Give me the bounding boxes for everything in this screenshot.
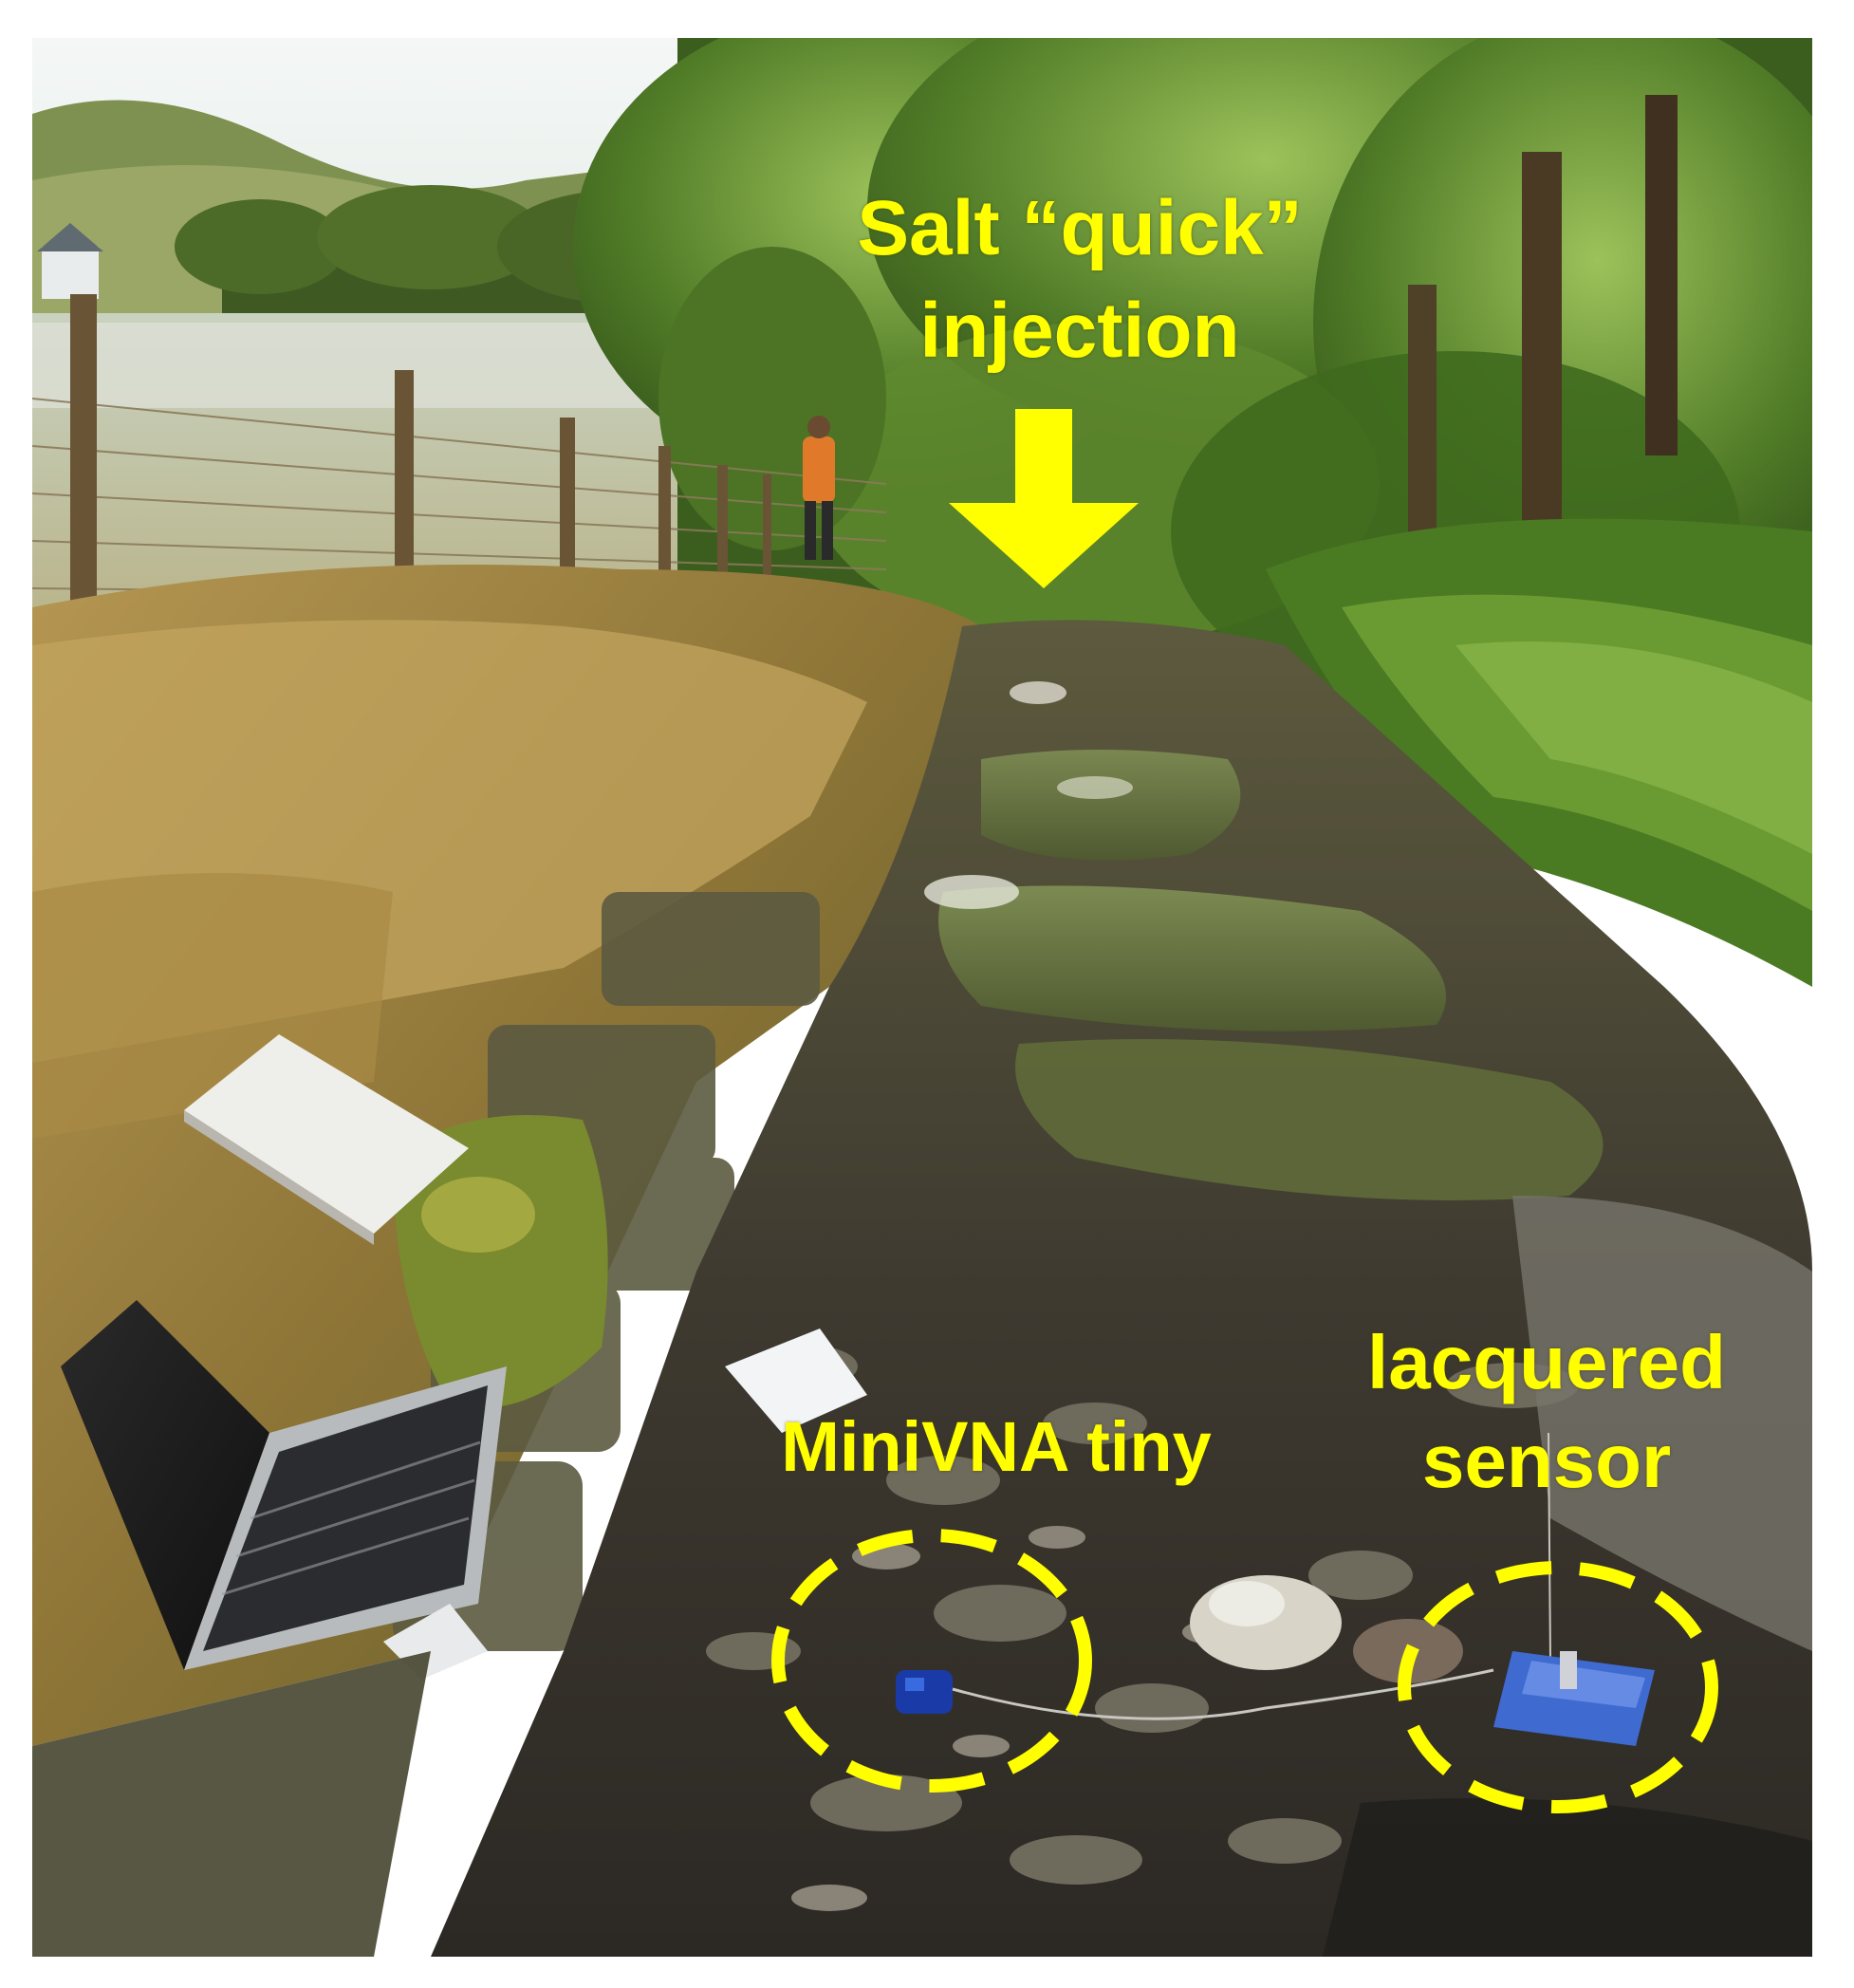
arrow-down-icon <box>949 409 1139 588</box>
sensor-label-line1: lacquered <box>1367 1320 1726 1404</box>
dashed-circle-marker <box>1398 1561 1718 1813</box>
injection-label-line2: injection <box>919 288 1240 374</box>
injection-label-line1: Salt “quick” <box>857 185 1303 271</box>
field-photo <box>32 38 1812 1957</box>
dashed-circle-marker <box>771 1529 1092 1793</box>
sensor-label-line2: sensor <box>1421 1419 1672 1503</box>
device-label: MiniVNA tiny <box>781 1407 1212 1486</box>
